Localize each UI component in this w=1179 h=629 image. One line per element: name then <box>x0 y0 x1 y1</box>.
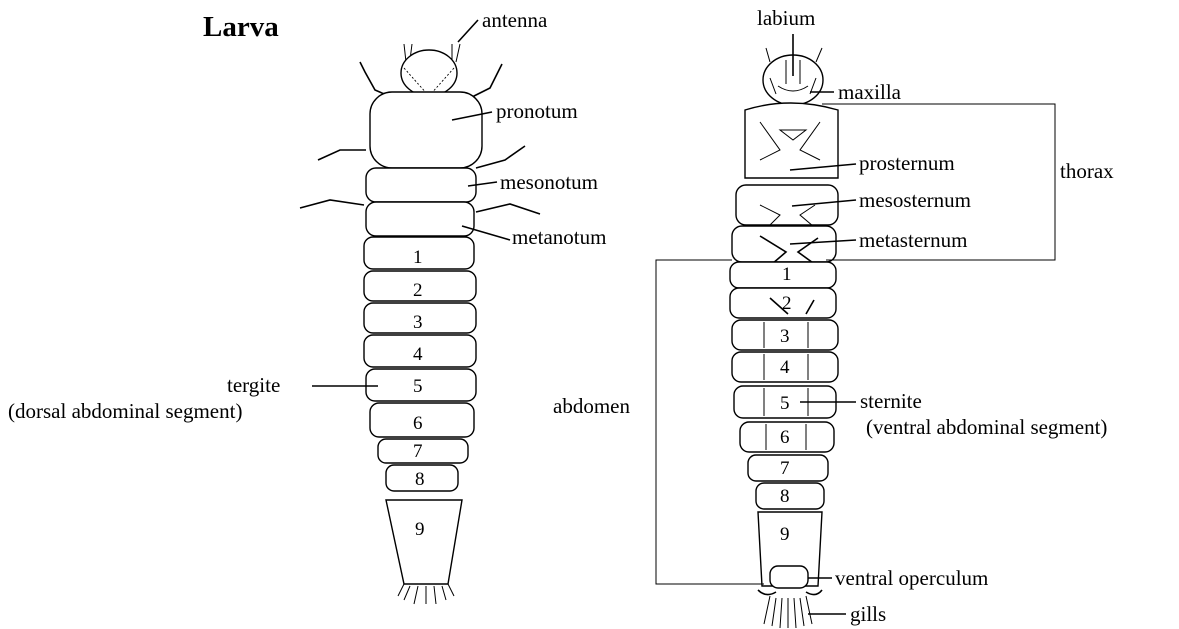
label-ventral-operculum: ventral operculum <box>835 566 988 590</box>
label-sternite: sternite <box>860 389 922 413</box>
ventral-segment-number: 7 <box>780 458 790 479</box>
dorsal-segment-number: 6 <box>413 413 423 434</box>
dorsal-segment-number: 4 <box>413 344 423 365</box>
label-prosternum: prosternum <box>859 151 955 175</box>
dorsal-segment-number: 8 <box>415 469 425 490</box>
dorsal-segment-number: 1 <box>413 247 423 268</box>
dorsal-pronotum <box>370 92 482 168</box>
ventral-segment-number: 2 <box>782 293 792 314</box>
dorsal-segment-7 <box>378 439 468 463</box>
label-antenna: antenna <box>482 8 548 32</box>
ventral-mesothorax <box>736 185 838 225</box>
dorsal-head <box>401 50 457 96</box>
ventral-segment-number: 1 <box>782 264 792 285</box>
dorsal-segment-9 <box>386 500 462 584</box>
ventral-metathorax <box>732 226 836 262</box>
label-gills: gills <box>850 602 886 626</box>
label-metanotum: metanotum <box>512 225 606 249</box>
dorsal-metanotum <box>366 202 474 236</box>
ventral-leader-lines <box>656 34 1055 614</box>
label-pronotum: pronotum <box>496 99 578 123</box>
dorsal-larva-drawing: 1 2 3 4 5 6 7 8 9 <box>300 44 540 604</box>
ventral-segment-8 <box>756 483 824 509</box>
label-abdomen: abdomen <box>553 394 630 418</box>
label-thorax: thorax <box>1060 159 1114 183</box>
ventral-segment-number: 8 <box>780 486 790 507</box>
label-tergite: tergite <box>227 373 280 397</box>
dorsal-segment-number: 5 <box>413 376 423 397</box>
dorsal-segment-number: 2 <box>413 280 423 301</box>
ventral-segment-number: 4 <box>780 357 790 378</box>
dorsal-segment-number: 9 <box>415 519 425 540</box>
label-mesonotum: mesonotum <box>500 170 598 194</box>
label-sternite-desc: (ventral abdominal segment) <box>866 415 1107 439</box>
label-labium: labium <box>757 6 815 30</box>
label-metasternum: metasternum <box>859 228 967 252</box>
label-mesosternum: mesosternum <box>859 188 971 212</box>
ventral-segment-number: 6 <box>780 427 790 448</box>
dorsal-segment-number: 7 <box>413 441 423 462</box>
dorsal-segment-number: 3 <box>413 312 423 333</box>
label-tergite-desc: (dorsal abdominal segment) <box>8 399 242 423</box>
ventral-larva-drawing: 1 2 3 4 5 6 7 8 9 <box>730 48 838 628</box>
ventral-segment-number: 9 <box>780 524 790 545</box>
ventral-segment-number: 5 <box>780 393 790 414</box>
diagram-title: Larva <box>203 11 279 43</box>
label-maxilla: maxilla <box>838 80 902 104</box>
ventral-operculum <box>770 566 808 588</box>
ventral-segment-number: 3 <box>780 326 790 347</box>
dorsal-mesonotum <box>366 168 476 202</box>
